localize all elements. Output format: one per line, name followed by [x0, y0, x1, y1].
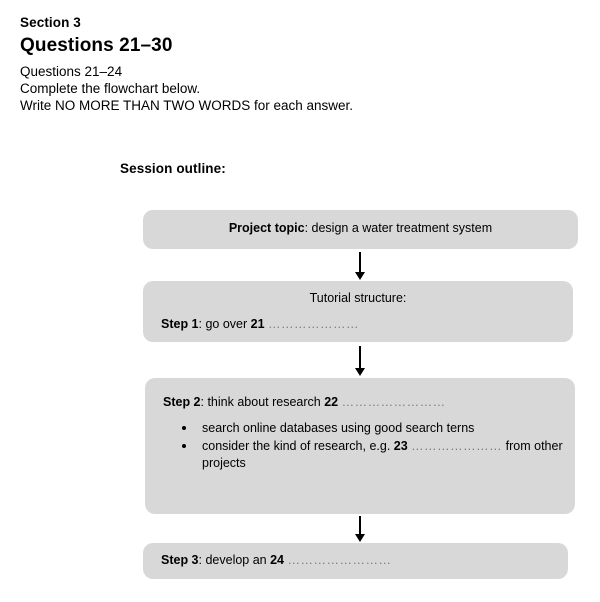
bullet-2-answer-blank[interactable]: ………………… [411, 439, 503, 453]
box3-bullet-list: search online databases using good searc… [145, 420, 575, 472]
bullet-dot-icon [182, 444, 186, 448]
section-label: Section 3 [20, 15, 81, 30]
box3-step2-line: Step 2: think about research 22 …………………… [145, 394, 575, 411]
page-title: Questions 21–30 [20, 35, 173, 56]
box3-step-label: Step 2 [163, 395, 201, 409]
box4-step-label: Step 3 [161, 553, 199, 567]
arrow-head [355, 272, 365, 280]
arrow-shaft [359, 252, 361, 273]
arrow-down-icon-2 [353, 346, 367, 377]
arrow-head [355, 368, 365, 376]
flowchart-box-step3: Step 3: develop an 24 …………………… [143, 543, 568, 579]
box3-question-number: 22 [324, 395, 339, 409]
box2-step-text: : go over [198, 317, 251, 331]
flowchart-box-project-topic: Project topic: design a water treatment … [143, 210, 578, 249]
list-item: consider the kind of research, e.g. 23 …… [182, 438, 575, 472]
instructions-block: Questions 21–24 Complete the flowchart b… [20, 63, 580, 114]
box2-step1-line: Step 1: go over 21 ………………… [143, 316, 573, 333]
box4-question-number: 24 [270, 553, 285, 567]
arrow-shaft [359, 516, 361, 535]
arrow-shaft [359, 346, 361, 369]
box2-question-number: 21 [250, 317, 265, 331]
bullet-2-question-number: 23 [393, 439, 408, 453]
box2-answer-blank[interactable]: ………………… [268, 317, 360, 331]
instruction-line-3: Write NO MORE THAN TWO WORDS for each an… [20, 98, 354, 113]
box1-label-bold: Project topic [228, 221, 305, 235]
bullet-dot-icon [182, 426, 186, 430]
box1-text: Project topic: design a water treatment … [143, 220, 578, 237]
bullet-1-text: search online databases using good searc… [202, 421, 475, 435]
box2-step-label: Step 1 [161, 317, 199, 331]
box4-step3-line: Step 3: develop an 24 …………………… [143, 552, 568, 569]
box2-heading: Tutorial structure: [309, 291, 407, 305]
arrow-down-icon-3 [353, 516, 367, 543]
list-item: search online databases using good searc… [182, 420, 575, 437]
arrow-down-icon-1 [353, 252, 367, 280]
box4-answer-blank[interactable]: …………………… [287, 553, 392, 567]
instruction-line-2: Complete the flowchart below. [20, 81, 201, 96]
box3-answer-blank[interactable]: …………………… [341, 395, 446, 409]
box1-label-rest: : design a water treatment system [304, 221, 493, 235]
box3-step-text: : think about research [200, 395, 325, 409]
bullet-2-text-after: from other projects [202, 439, 563, 470]
flowchart-box-tutorial-structure: Tutorial structure: Step 1: go over 21 …… [143, 281, 573, 342]
arrow-head [355, 534, 365, 542]
box4-step-text: : develop an [198, 553, 271, 567]
flowchart-box-step2: Step 2: think about research 22 ……………………… [145, 378, 575, 514]
exam-header: Section 3 Questions 21–30 Questions 21–2… [20, 14, 580, 114]
instruction-line-1: Questions 21–24 [20, 64, 123, 79]
bullet-2-text-before: consider the kind of research, e.g. [202, 439, 394, 453]
session-outline-heading: Session outline: [120, 161, 226, 176]
